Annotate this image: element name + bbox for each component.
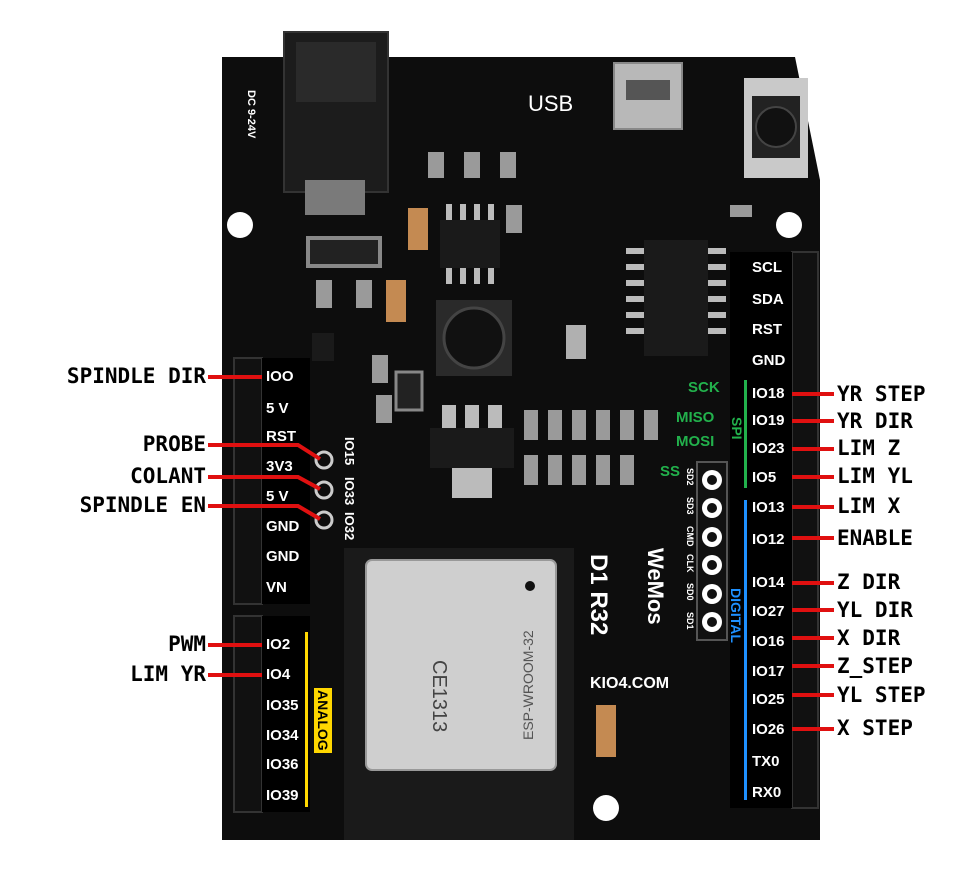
- mounting-hole: [227, 212, 253, 238]
- right-callout-label: YL STEP: [837, 683, 926, 707]
- left-header-pin-label: 5 V: [266, 488, 289, 505]
- right-callout-label: Z DIR: [837, 570, 901, 594]
- left-callout-label: SPINDLE DIR: [66, 364, 206, 388]
- digital-group-label: DIGITAL: [728, 588, 744, 643]
- left-header-pin-label: IO34: [266, 727, 299, 744]
- left-callout-label: PROBE: [142, 432, 206, 456]
- left-header-pin-label: IO39: [266, 787, 299, 804]
- left-header-pin-label: RST: [266, 428, 296, 445]
- right-callout-label: LIM YL: [837, 464, 913, 488]
- right-callout-label: LIM Z: [837, 436, 901, 460]
- left-header: [233, 357, 263, 605]
- left-header-pin-label: IO2: [266, 636, 291, 653]
- spi-group-label: SPI: [729, 417, 745, 440]
- icsp-pin-label: SD2: [685, 468, 695, 486]
- model-label: D1 R32: [585, 554, 612, 636]
- left-callout-label: SPINDLE EN: [79, 493, 206, 517]
- right-callout-label: Z_STEP: [837, 654, 913, 678]
- vertical-pin-label: IO33: [342, 477, 357, 506]
- brand-label: WeMos: [643, 548, 668, 625]
- ce-label: CE1313: [428, 660, 450, 733]
- right-header: [791, 251, 819, 809]
- pad-io33: [314, 480, 334, 500]
- left-header-pin-label: GND: [266, 548, 300, 565]
- right-header-pin-label: IO12: [752, 531, 785, 548]
- right-header-pin-label: IO26: [752, 721, 785, 738]
- site-label: KIO4.COM: [590, 675, 670, 692]
- right-header-pin-label: IO13: [752, 499, 785, 516]
- icsp-pin-label: CMD: [685, 526, 695, 547]
- dc-label: DC 9-24V: [245, 90, 257, 139]
- analog-bar: [305, 632, 308, 807]
- analog-group-label: ANALOG: [314, 688, 332, 753]
- ldo-regulator: [430, 428, 514, 468]
- callout-line: [208, 443, 322, 461]
- regulator-2: [394, 370, 424, 412]
- left-callout-label: COLANT: [130, 464, 206, 488]
- usb-connector: [613, 62, 683, 130]
- right-header-pin-label: IO23: [752, 440, 785, 457]
- right-header-pin-label: IO5: [752, 469, 777, 486]
- spi-bar: [744, 380, 747, 488]
- left-header-pin-label: IO4: [266, 666, 291, 683]
- left-callout-label: LIM YR: [130, 662, 206, 686]
- icsp-pin-label: CLK: [685, 554, 695, 573]
- right-header-pin-label: IO19: [752, 412, 785, 429]
- right-callout-label: YR STEP: [837, 382, 926, 406]
- left-header-pin-label: 3V3: [266, 458, 293, 475]
- icsp-pin-label: SD3: [685, 497, 695, 515]
- transistor: [312, 333, 334, 361]
- left-header-pin-label: IO36: [266, 756, 299, 773]
- usb-serial-ic: [644, 240, 708, 356]
- right-callout-label: LIM X: [837, 494, 901, 518]
- usb-label: USB: [528, 91, 574, 116]
- right-header-pin-label: SDA: [752, 291, 784, 308]
- spi-pin-label: SS: [660, 463, 681, 480]
- digital-bar: [744, 500, 747, 800]
- esp32-module: [365, 559, 557, 771]
- right-header-pin-label: RX0: [752, 784, 782, 801]
- right-header-pin-label: IO18: [752, 385, 785, 402]
- left-header-pin-label: 5 V: [266, 400, 289, 417]
- right-callout-label: X DIR: [837, 626, 901, 650]
- right-header-pin-label: IO16: [752, 633, 785, 650]
- mounting-hole: [593, 795, 619, 821]
- right-header-pin-label: IO14: [752, 574, 785, 591]
- spi-pin-label: MOSI: [676, 433, 715, 450]
- left-callout-label: PWM: [168, 632, 206, 656]
- right-callout-label: YL DIR: [837, 598, 913, 622]
- pad-io32: [314, 510, 334, 530]
- right-header-pin-label: RST: [752, 321, 782, 338]
- icsp-pin-label: SD0: [685, 583, 695, 601]
- right-header-pin-label: TX0: [752, 753, 780, 770]
- icsp-header: [696, 461, 728, 641]
- right-callout-label: ENABLE: [837, 526, 913, 550]
- pad-io15: [314, 450, 334, 470]
- left-header-pin-label: GND: [266, 518, 300, 535]
- right-callout-label: X STEP: [837, 716, 913, 740]
- right-callout-label: YR DIR: [837, 409, 913, 433]
- right-header-pin-label: GND: [752, 352, 786, 369]
- callout-line: [208, 504, 322, 521]
- right-header-pin-label: IO25: [752, 691, 785, 708]
- left-header-pin-label: IO35: [266, 697, 299, 714]
- vertical-pin-label: IO15: [342, 437, 357, 466]
- right-header-pin-label: IO17: [752, 663, 785, 680]
- icsp-pin-label: SD1: [685, 612, 695, 630]
- module-label: ESP-WROOM-32: [520, 630, 536, 740]
- mounting-hole: [776, 212, 802, 238]
- right-header-pin-label: IO27: [752, 603, 785, 620]
- ic-8pin: [440, 220, 500, 268]
- spi-pin-label: MISO: [676, 409, 715, 426]
- right-header-pin-label: SCL: [752, 259, 782, 276]
- spi-pin-label: SCK: [688, 379, 720, 396]
- callout-line: [208, 475, 321, 491]
- vertical-pin-label: IO32: [342, 512, 357, 541]
- left-header-pin-label: IOO: [266, 368, 294, 385]
- regulator: [306, 236, 382, 268]
- left-header-pin-label: VN: [266, 579, 287, 596]
